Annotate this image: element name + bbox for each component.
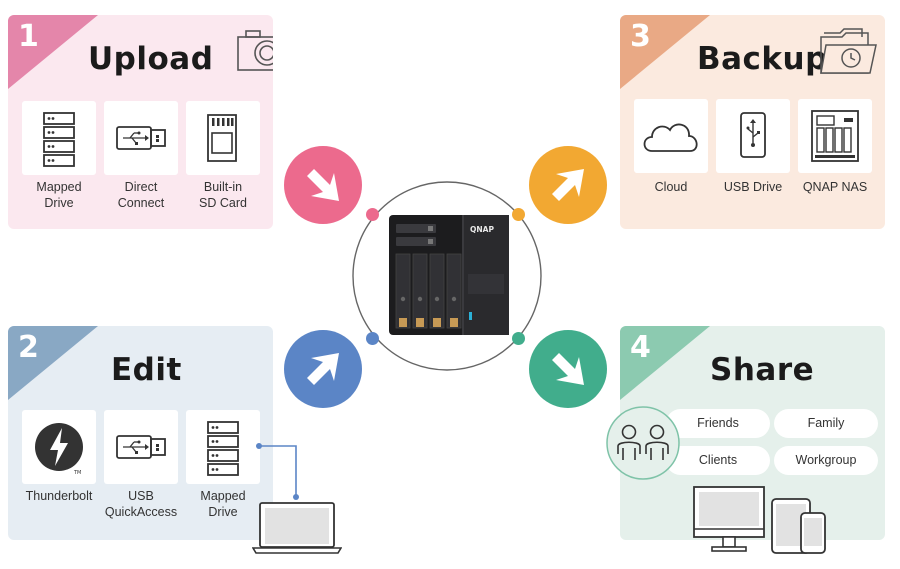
- users-icon: [606, 406, 680, 480]
- server-icon: [43, 112, 75, 167]
- camera-icon: [237, 30, 273, 71]
- usb-quickaccess-card[interactable]: [104, 410, 178, 484]
- backup-dot: [512, 208, 525, 221]
- mapped-drive-card[interactable]: [22, 101, 96, 175]
- edit-number: 2: [18, 330, 39, 365]
- desktop-tablet-phone-icon: [693, 486, 826, 554]
- qnap-nas-card[interactable]: [798, 99, 872, 173]
- backup-number: 3: [630, 19, 651, 54]
- backup-number-badge: [620, 15, 710, 89]
- edit-title: Edit: [111, 352, 182, 388]
- laptop-icon: [252, 502, 342, 554]
- built-in-sd-card-label: Built-in SD Card: [199, 180, 247, 210]
- usb-drive-card[interactable]: [716, 99, 790, 173]
- family-pill[interactable]: Family: [774, 409, 878, 438]
- cloud-card[interactable]: [634, 99, 708, 173]
- clients-pill[interactable]: Clients: [666, 446, 770, 475]
- edit-mapped-drive-label: Mapped Drive: [200, 489, 246, 519]
- share-number: 4: [630, 330, 651, 365]
- arrow-down-right-icon: [552, 353, 584, 385]
- cloud-icon: [643, 123, 698, 152]
- nas-device: QNAP: [389, 215, 509, 335]
- friends-pill[interactable]: Friends: [666, 409, 770, 438]
- usb-stick-icon: [116, 126, 166, 150]
- backup-title: Backup: [697, 41, 828, 77]
- direct-connect-label: Direct Connect: [117, 180, 165, 210]
- upload-dot: [366, 208, 379, 221]
- share-title: Share: [710, 352, 815, 388]
- nas-icon: [811, 110, 859, 162]
- built-in-sd-card-card[interactable]: [186, 101, 260, 175]
- share-panel: 4 Share Friends Family Clients Workgroup: [620, 326, 885, 540]
- usb-stick-icon: [116, 435, 166, 459]
- edit-number-badge: [8, 326, 98, 400]
- thunderbolt-label: Thunderbolt: [25, 489, 93, 503]
- upload-panel: 1 Upload: [8, 15, 273, 229]
- thunderbolt-card[interactable]: TM: [22, 410, 96, 484]
- usb-quickaccess-label: USB QuickAccess: [104, 489, 178, 519]
- folder-restore-icon: [820, 28, 877, 74]
- share-dot: [512, 332, 525, 345]
- upload-number: 1: [18, 19, 39, 54]
- mapped-drive-label: Mapped Drive: [36, 180, 82, 210]
- share-arrow: [529, 330, 607, 408]
- arrow-up-right-icon: [307, 353, 339, 385]
- edit-panel: 2 Edit TM T: [8, 326, 273, 540]
- backup-arrow: [529, 146, 607, 224]
- thunderbolt-icon: TM: [35, 423, 83, 476]
- usb-drive-label: USB Drive: [723, 180, 783, 194]
- upload-number-badge: [8, 15, 98, 89]
- sd-card-icon: [207, 114, 237, 162]
- share-number-badge: [620, 326, 710, 400]
- usb-drive-icon: [740, 112, 766, 158]
- edit-dot: [366, 332, 379, 345]
- upload-title: Upload: [88, 41, 214, 77]
- direct-connect-card[interactable]: [104, 101, 178, 175]
- arrow-up-right-icon: [552, 169, 584, 201]
- upload-arrow: [284, 146, 362, 224]
- backup-panel: 3 Backup Cloud USB Drive QNAP: [620, 15, 885, 229]
- edit-mapped-drive-card[interactable]: [186, 410, 260, 484]
- qnap-nas-label: QNAP NAS: [802, 180, 868, 194]
- nas-brand-label: QNAP: [470, 225, 494, 234]
- workgroup-pill[interactable]: Workgroup: [774, 446, 878, 475]
- edit-arrow: [284, 330, 362, 408]
- svg-text:TM: TM: [73, 470, 81, 476]
- arrow-down-right-icon: [307, 169, 339, 201]
- server-icon: [207, 421, 239, 476]
- cloud-label: Cloud: [654, 180, 688, 194]
